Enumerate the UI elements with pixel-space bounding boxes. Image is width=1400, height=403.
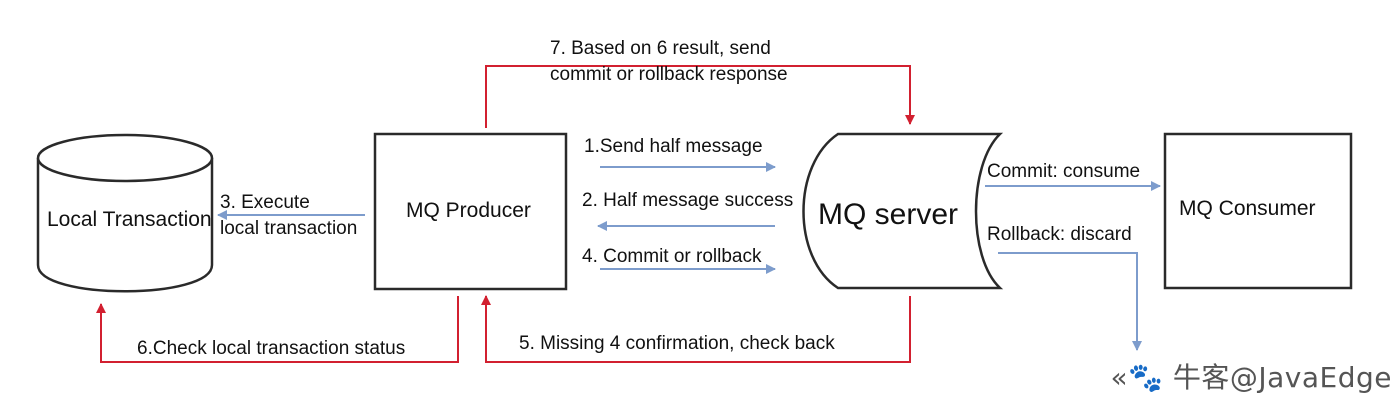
local-transaction-cylinder xyxy=(36,133,214,293)
arrow-step5 xyxy=(481,295,911,363)
step6-label: 6.Check local transaction status xyxy=(137,338,406,359)
arrow-step6 xyxy=(96,296,459,363)
step7-label: 7. Based on 6 result, send commit or rol… xyxy=(550,38,788,85)
commit-label: Commit: consume xyxy=(987,161,1141,182)
mq-server-shape xyxy=(802,132,1004,290)
step1-label: 1.Send half message xyxy=(584,136,763,157)
arrow-step7 xyxy=(485,65,915,128)
rollback-label: Rollback: discard xyxy=(987,224,1132,245)
watermark: «🐾 牛客@JavaEdge xyxy=(1110,361,1392,394)
step2-label: 2. Half message success xyxy=(582,190,794,211)
mq-server-label: MQ server xyxy=(818,198,959,231)
mq-consumer-label: MQ Consumer xyxy=(1179,197,1316,220)
mq-producer-label: MQ Producer xyxy=(406,199,531,222)
arrow-rollback xyxy=(998,252,1142,351)
local-transaction-label: Local Transaction xyxy=(47,208,212,231)
step5-label: 5. Missing 4 confirmation, check back xyxy=(519,333,835,354)
mq-producer-box xyxy=(373,132,568,291)
mq-consumer-box xyxy=(1163,132,1353,290)
step4-label: 4. Commit or rollback xyxy=(582,246,762,267)
step3-label: 3. Execute local transaction xyxy=(220,192,358,239)
